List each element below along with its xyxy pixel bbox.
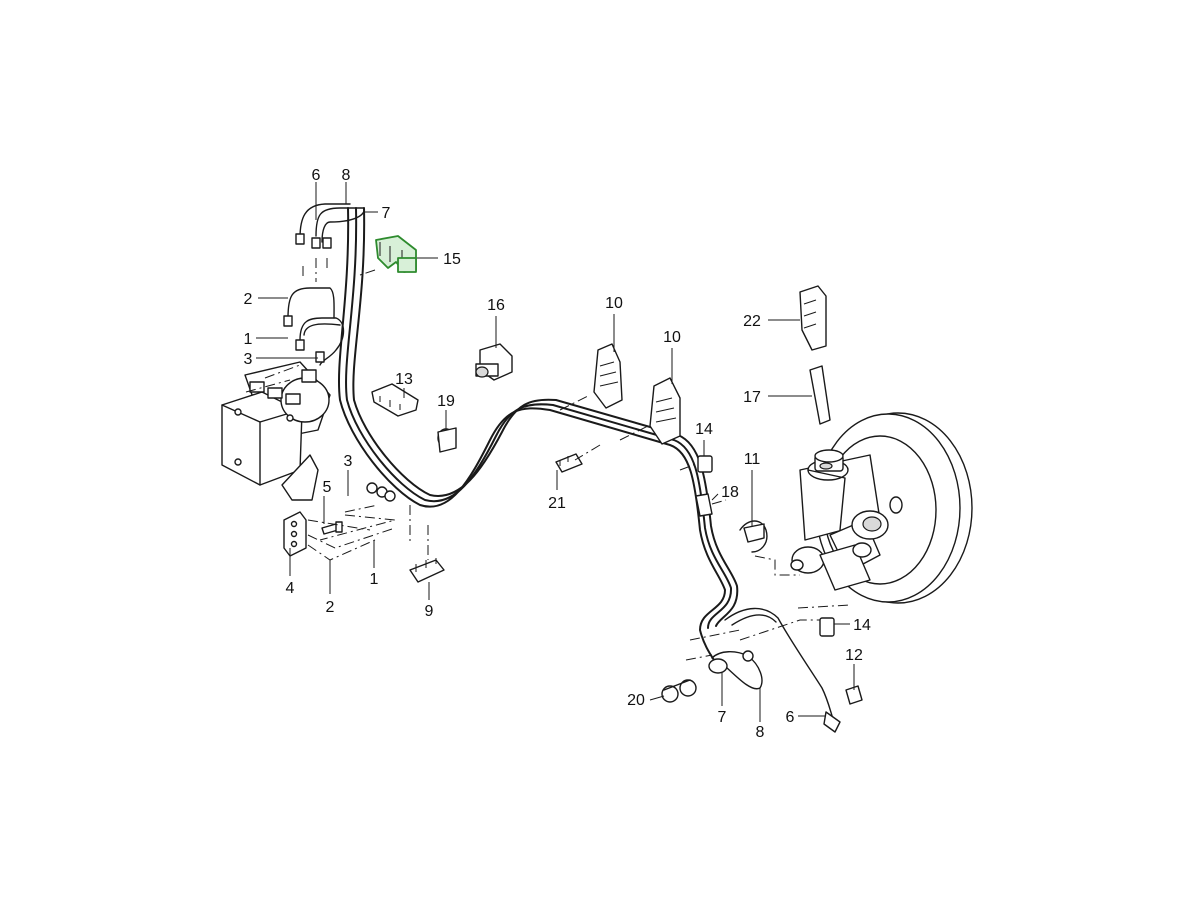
- callout-8-top: 8: [342, 167, 351, 184]
- callout-7-low: 7: [718, 709, 727, 726]
- callout-20: 20: [627, 692, 645, 709]
- callout-8-low: 8: [756, 724, 765, 741]
- bolt-5[interactable]: [321, 521, 343, 535]
- bracket-16[interactable]: [475, 343, 513, 381]
- sleeve-18[interactable]: [695, 493, 713, 517]
- callout-18: 18: [721, 484, 739, 501]
- clamp-20[interactable]: [661, 679, 697, 703]
- callout-15: 15: [443, 251, 461, 268]
- clamp-11[interactable]: [739, 520, 768, 553]
- callout-16: 16: [487, 297, 505, 314]
- callout-6-top: 6: [312, 167, 321, 184]
- assembly-lines: [245, 258, 851, 661]
- callout-13: 13: [395, 371, 413, 388]
- pipe-clip-10a[interactable]: [593, 343, 623, 409]
- callout-labels: 6 8 7 15 2 1 3 13 19 16 10 10 22 17 14 1…: [244, 167, 871, 741]
- callout-7-top: 7: [382, 205, 391, 222]
- callout-14b: 14: [853, 617, 871, 634]
- pipe-clip-15[interactable]: [375, 235, 417, 273]
- callout-9: 9: [425, 603, 434, 620]
- cover-22[interactable]: [799, 285, 827, 351]
- brake-line-bundle: [287, 203, 841, 733]
- callout-1-left: 1: [244, 331, 253, 348]
- clip-14a[interactable]: [697, 455, 713, 473]
- abs-control-unit: [221, 361, 331, 501]
- callout-10b: 10: [663, 329, 681, 346]
- callout-5: 5: [323, 479, 332, 496]
- clip-21[interactable]: [555, 453, 583, 473]
- callout-3-left: 3: [244, 351, 253, 368]
- callout-12: 12: [845, 647, 863, 664]
- callout-22: 22: [743, 313, 761, 330]
- callout-2-left: 2: [244, 291, 253, 308]
- callout-17: 17: [743, 389, 761, 406]
- clip-9[interactable]: [409, 558, 445, 583]
- callout-4: 4: [286, 580, 295, 597]
- callout-2-low: 2: [326, 599, 335, 616]
- pipe-clip-10b[interactable]: [649, 377, 681, 445]
- pipe-clip-13[interactable]: [371, 383, 419, 417]
- callout-3-low: 3: [344, 453, 353, 470]
- callout-6-low: 6: [786, 709, 795, 726]
- callout-11: 11: [744, 451, 761, 468]
- clip-14b[interactable]: [819, 617, 835, 637]
- callout-10a: 10: [605, 295, 623, 312]
- master-cylinder: [790, 449, 889, 591]
- clamp-19[interactable]: [437, 427, 457, 453]
- callout-1-low: 1: [370, 571, 379, 588]
- leader-lines: [256, 182, 855, 722]
- hose-17[interactable]: [809, 365, 831, 425]
- bracket-4[interactable]: [283, 511, 307, 557]
- callout-21: 21: [548, 495, 566, 512]
- pipe-fittings: [283, 233, 396, 502]
- callout-19: 19: [437, 393, 455, 410]
- callout-14a: 14: [695, 421, 713, 438]
